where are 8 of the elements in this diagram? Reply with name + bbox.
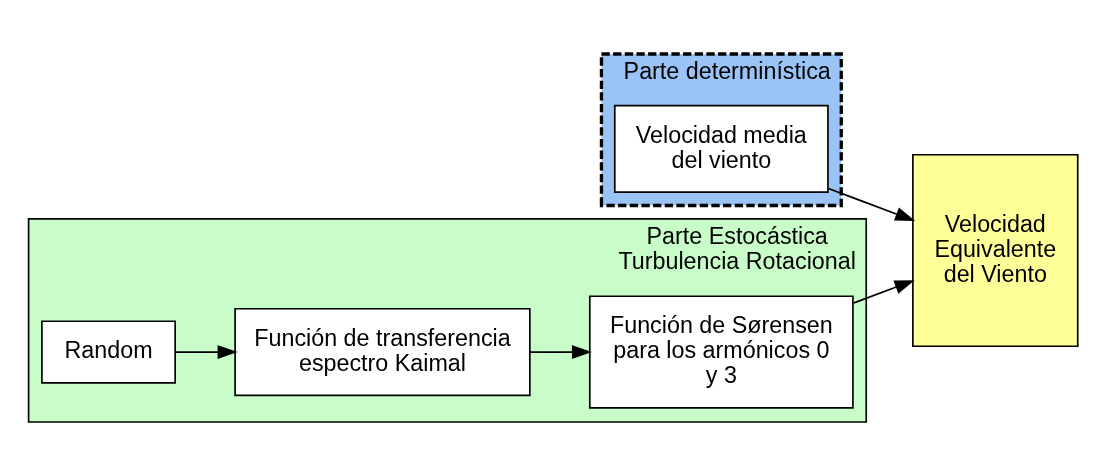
node-box: Función de Sørensen para los armónicos 0 y 3 [588, 294, 854, 409]
arrow [827, 187, 916, 221]
arrow [174, 344, 238, 359]
arrow [529, 344, 592, 359]
node-box: Velocidad media del viento [613, 104, 829, 193]
node-box: Velocidad Equivalente del Viento [912, 153, 1079, 347]
node-box: Función de transferencia espectro Kaimal [234, 307, 531, 396]
node-box: Random [41, 319, 176, 384]
